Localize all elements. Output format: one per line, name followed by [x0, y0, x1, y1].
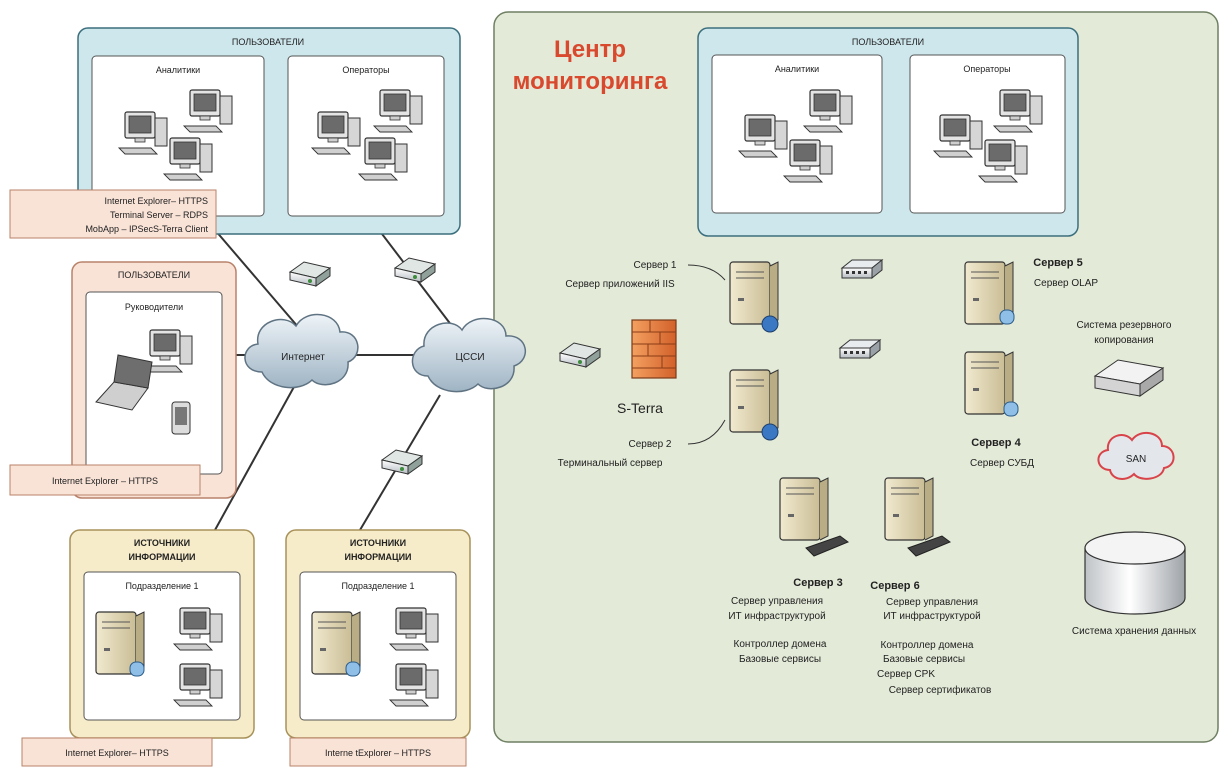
- center-analysts-label: Аналитики: [775, 64, 819, 74]
- left-operators-label: Операторы: [342, 65, 389, 75]
- server-6-line1: Сервер управления: [886, 597, 978, 608]
- firewall-label: S-Terra: [617, 400, 663, 416]
- sources-right-access-text: Interne tExplorer – HTTPS: [325, 748, 431, 758]
- server-5: [964, 261, 1015, 325]
- server-4-name: Сервер 4: [971, 437, 1021, 449]
- server-6-name: Сервер 6: [870, 580, 919, 592]
- sources-left-access-text: Internet Explorer– HTTPS: [65, 748, 169, 758]
- server-3: [779, 477, 850, 557]
- server-3-line2: ИТ инфраструктурой: [728, 610, 825, 622]
- center-operators-label: Операторы: [963, 64, 1010, 74]
- center-users-title: ПОЛЬЗОВАТЕЛИ: [852, 37, 924, 47]
- server-4-role: Сервер СУБД: [970, 458, 1034, 469]
- server-5-name: Сервер 5: [1033, 257, 1082, 269]
- server-icon: [884, 477, 934, 541]
- backup-label-line2: копирования: [1094, 335, 1153, 346]
- server-6-line5: Сервер CPK: [877, 669, 935, 680]
- router-icon: [394, 257, 436, 283]
- storage-icon: [1084, 531, 1186, 615]
- san-label: SAN: [1126, 454, 1147, 465]
- managers-access-box: [9, 464, 201, 496]
- server-1-callout: [687, 264, 726, 281]
- backup-device-icon: [1093, 359, 1165, 397]
- link-left-users-internet: [214, 229, 306, 336]
- sources-left-sub-label: Подразделение 1: [125, 581, 198, 591]
- storage-label: Система хранения данных: [1072, 626, 1196, 637]
- keyboard-icon: [805, 535, 850, 557]
- server-6-line6: Сервер сертификатов: [889, 684, 992, 696]
- backup-label-line1: Система резервного: [1077, 320, 1172, 331]
- left-users-access-box: [9, 189, 217, 239]
- server-2: [729, 369, 779, 441]
- server-6-line2: ИТ инфраструктурой: [883, 610, 980, 622]
- server-icon: [779, 477, 829, 541]
- globe-icon: [761, 423, 779, 441]
- server-icon: [729, 369, 779, 433]
- server-1-name: Сервер 1: [633, 260, 676, 271]
- internet-label: Интернет: [281, 352, 325, 363]
- center-analysts-box: [711, 54, 883, 214]
- sources-left-title-line2: ИНФОРМАЦИИ: [128, 552, 195, 562]
- internet-cloud-icon: [244, 313, 359, 389]
- server-3-line4: Базовые сервисы: [739, 654, 821, 665]
- center-operators-box: [909, 54, 1066, 214]
- top-switch-icon: [841, 259, 883, 279]
- server-6: [884, 477, 952, 557]
- database-icon: [129, 661, 145, 677]
- sources-right-title-line1: ИСТОЧНИКИ: [350, 538, 406, 548]
- left-users-title: ПОЛЬЗОВАТЕЛИ: [232, 37, 304, 47]
- database-icon: [345, 661, 361, 677]
- server-1: [729, 261, 779, 333]
- sources-right-title-line2: ИНФОРМАЦИИ: [344, 552, 411, 562]
- managers-box: [85, 291, 223, 475]
- server-3-line3: Контроллер домена: [734, 639, 827, 650]
- tssi-cloud-icon: [411, 317, 527, 393]
- left-operators-box: [287, 55, 445, 217]
- center-title-line2: мониторинга: [513, 68, 668, 95]
- sources-left-title-line1: ИСТОЧНИКИ: [134, 538, 190, 548]
- globe-icon: [761, 315, 779, 333]
- server-1-role: Сервер приложений IIS: [565, 279, 675, 290]
- server-5-role: Сервер OLAP: [1034, 278, 1098, 289]
- sources-right-access-box: [289, 737, 467, 767]
- sources-left-access-box: [21, 737, 213, 767]
- keyboard-icon: [907, 535, 952, 557]
- server-2-name: Сервер 2: [628, 439, 671, 450]
- server-3-name: Сервер 3: [793, 577, 842, 589]
- left-analysts-label: Аналитики: [156, 65, 200, 75]
- server-6-line3: Контроллер домена: [881, 640, 974, 651]
- server-2-role: Терминальный сервер: [558, 458, 663, 469]
- tssi-label: ЦССИ: [455, 352, 484, 363]
- phone-icon: [171, 401, 191, 435]
- laptop-icon: [95, 354, 153, 411]
- left-users-access-line1: Internet Explorer– HTTPS: [104, 196, 208, 206]
- center-title-line1: Центр: [554, 36, 626, 63]
- managers-sub-label: Руководители: [125, 302, 183, 312]
- server-6-line4: Базовые сервисы: [883, 654, 965, 665]
- left-users-access-line2: Terminal Server – RDPS: [110, 210, 208, 220]
- san-cloud-icon: [1097, 431, 1175, 480]
- server-4: [964, 351, 1019, 417]
- link-internet-sources: [214, 384, 296, 531]
- database-icon: [1003, 401, 1019, 417]
- database-icon: [999, 309, 1015, 325]
- server-icon: [729, 261, 779, 325]
- sources-right-sub-label: Подразделение 1: [341, 581, 414, 591]
- hub-switch-icon: [839, 339, 881, 359]
- router-icon: [381, 449, 423, 475]
- router-icon: [289, 261, 331, 287]
- left-users-access-line3: MobApp – IPSecS-Terra Client: [85, 224, 208, 234]
- server-3-line1: Сервер управления: [731, 596, 823, 607]
- firewall-icon: [631, 319, 677, 379]
- server-2-callout: [687, 419, 726, 445]
- managers-access-text: Internet Explorer – HTTPS: [52, 476, 158, 486]
- managers-title: ПОЛЬЗОВАТЕЛИ: [118, 270, 190, 280]
